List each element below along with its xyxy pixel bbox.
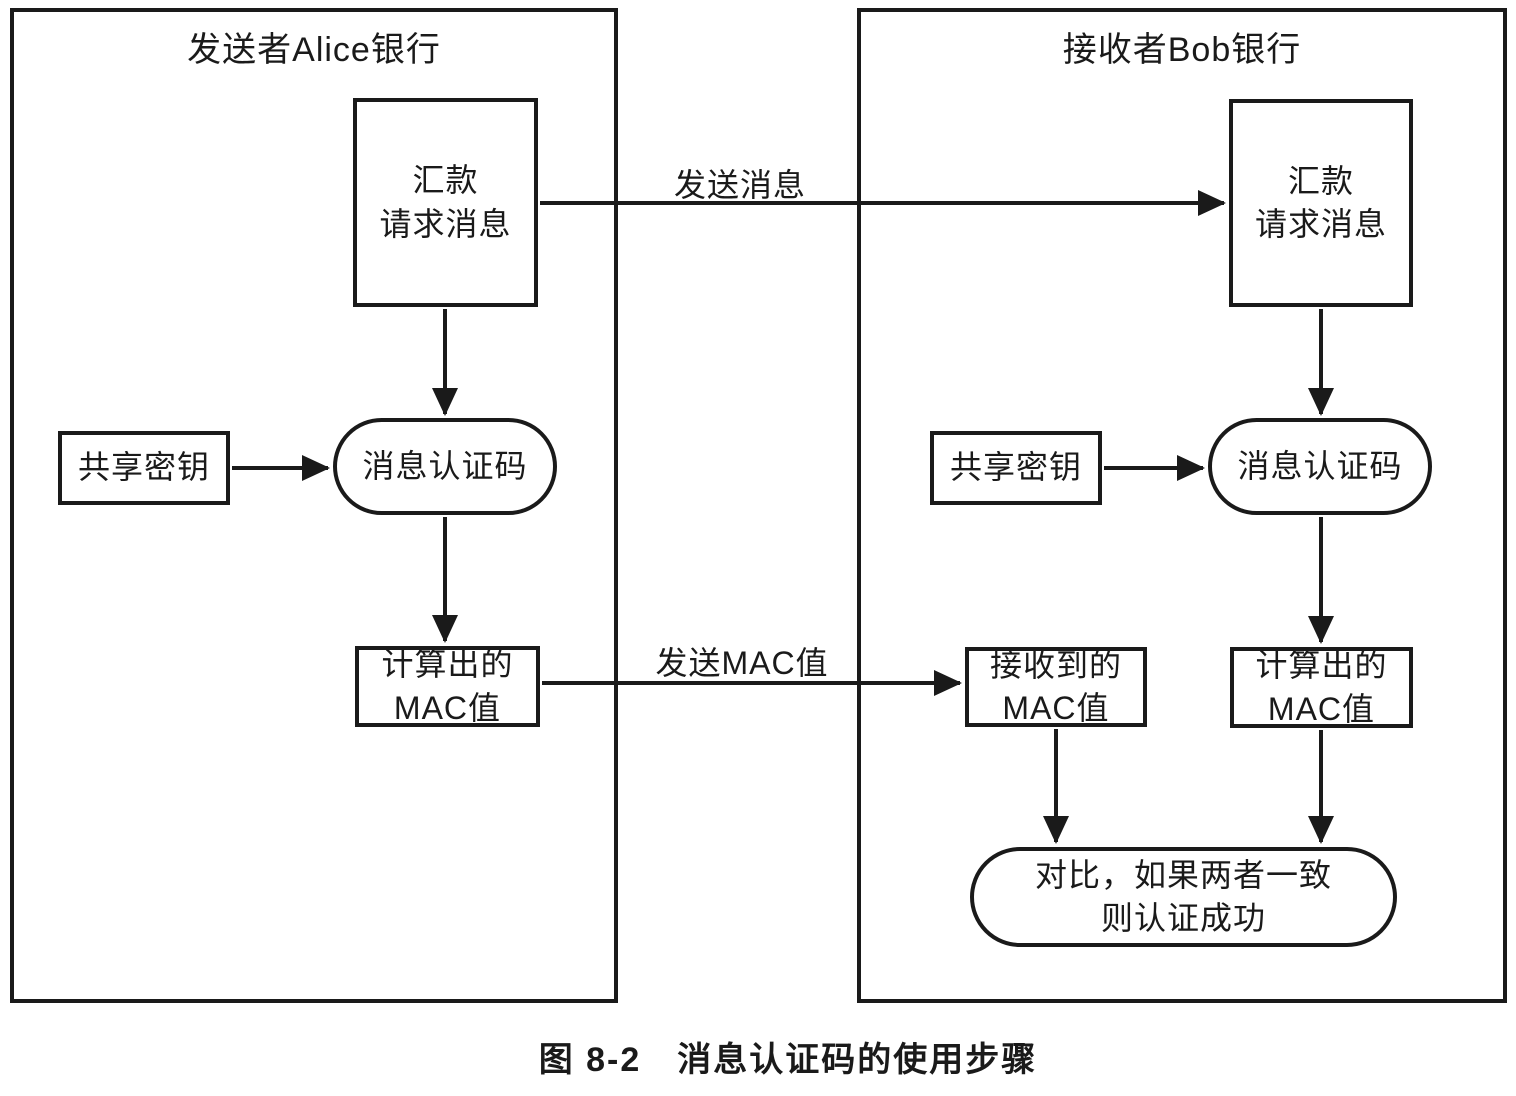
receiver-computed-mac-box: 计算出的 MAC值 — [1230, 647, 1413, 728]
receiver-remittance-message-box: 汇款 请求消息 — [1229, 99, 1413, 307]
receiver-received-mac-box: 接收到的 MAC值 — [965, 647, 1147, 727]
receiver-bank-panel — [857, 8, 1507, 1003]
send-mac-value-label: 发送MAC值 — [655, 645, 829, 681]
receiver-panel-title: 接收者Bob银行 — [1062, 31, 1302, 69]
sender-computed-mac-box: 计算出的 MAC值 — [355, 646, 540, 727]
sender-shared-key-box: 共享密钥 — [58, 431, 230, 505]
sender-mac-function-pill: 消息认证码 — [333, 418, 557, 515]
sender-remittance-message-box: 汇款 请求消息 — [353, 98, 538, 307]
receiver-shared-key-box: 共享密钥 — [930, 431, 1102, 505]
figure-caption: 图 8-2 消息认证码的使用步骤 — [538, 1041, 1038, 1079]
sender-panel-title: 发送者Alice银行 — [187, 31, 441, 69]
receiver-mac-function-pill: 消息认证码 — [1208, 418, 1432, 515]
send-message-label: 发送消息 — [673, 167, 806, 203]
receiver-compare-result-pill: 对比，如果两者一致 则认证成功 — [970, 847, 1397, 947]
sender-bank-panel — [10, 8, 618, 1003]
